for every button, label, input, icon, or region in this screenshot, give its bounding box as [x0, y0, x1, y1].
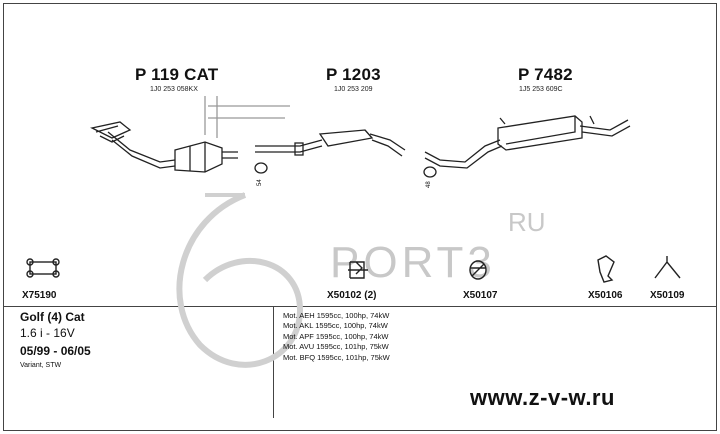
watermark-ru: RU	[508, 207, 546, 237]
diagram-frame	[3, 3, 717, 431]
vehicle-years: 05/99 - 06/05	[20, 344, 91, 358]
vehicle-name: Golf (4) Cat	[20, 310, 85, 324]
engine-row: Mot. APF 1595cc, 100hp, 74kW	[283, 331, 389, 341]
accessory-code-1: X75190	[22, 290, 57, 301]
vehicle-body: Variant, STW	[20, 362, 62, 369]
engine-row: Mot. BFQ 1595cc, 101hp, 75kW	[283, 352, 390, 362]
accessory-code-4: X50106	[588, 290, 623, 301]
part-code-2: P 1203	[326, 65, 381, 84]
accessory-code-5: X50109	[650, 290, 685, 301]
divider-vertical	[273, 306, 274, 418]
clamp-label-1: 54	[257, 179, 263, 186]
accessory-code-2: X50102 (2)	[327, 290, 377, 301]
accessory-code-3: X50107	[463, 290, 498, 301]
engine-list: Mot. AEH 1595cc, 100hp, 74kW Mot. AKL 15…	[283, 311, 390, 363]
vehicle-spec: 1.6 i - 16V	[20, 326, 75, 340]
engine-row: Mot. AKL 1595cc, 100hp, 74kW	[283, 321, 388, 331]
part-oem-2: 1J0 253 209	[334, 86, 373, 93]
part-code-3: P 7482	[518, 65, 573, 84]
part-oem-3: 1J5 253 609C	[519, 86, 563, 93]
site-url: www.z-v-w.ru	[470, 385, 615, 410]
divider-horizontal	[3, 306, 717, 307]
part-oem-1: 1J0 253 058KX	[150, 86, 198, 93]
part-code-1: P 119 CAT	[135, 65, 219, 84]
engine-row: Mot. AEH 1595cc, 100hp, 74kW	[283, 311, 390, 320]
engine-row: Mot. AVU 1595cc, 101hp, 75kW	[283, 342, 389, 352]
clamp-label-2: 48	[426, 181, 432, 188]
